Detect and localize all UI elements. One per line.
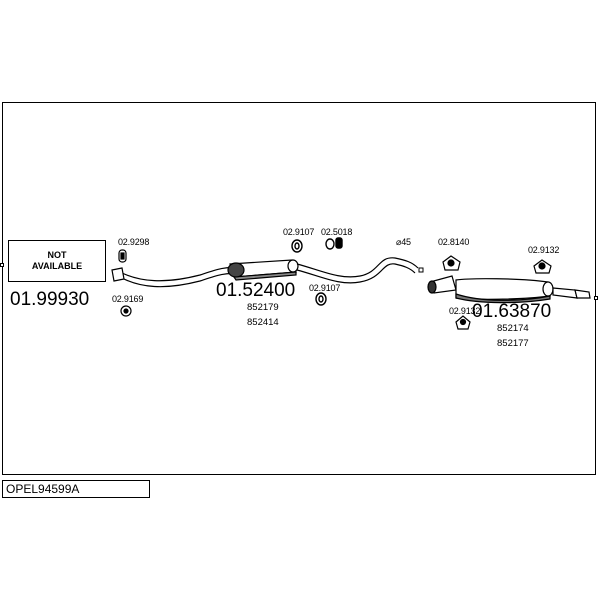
hanger-icon [533,259,552,274]
ring-icon [315,292,327,306]
diagram-code-box: OPEL94599A [2,480,150,498]
not-available-line2: AVAILABLE [31,261,83,271]
clamp-icon [118,249,127,263]
middle-silencer [227,259,299,281]
hw-label-clamp-front-top: 02.9298 [118,237,150,247]
hanger-icon [442,255,461,271]
hanger-icon [455,315,471,330]
intermediate-pipe [296,257,419,284]
hw-label-hanger-rear-right: 02.9132 [528,245,560,255]
left-edge-marker [0,263,4,267]
ring-icon [291,239,303,253]
ring-icon [325,237,343,250]
hw-label-hanger-rear-lower: 02.9132 [449,306,481,316]
right-edge-marker [594,296,598,300]
hw-label-clamp-front-bottom: 02.9169 [112,294,144,304]
rear-ref-2: 852177 [497,338,529,349]
hw-label-hanger-rear-left: 02.8140 [438,237,470,247]
diagram-code: OPEL94599A [6,482,80,496]
middle-ref-2: 852414 [247,317,279,328]
part-number-rear: 01.63870 [472,301,552,322]
hw-label-ring-mid-right: 02.5018 [321,227,353,237]
part-number-middle: 01.52400 [216,280,296,301]
connector-marks [418,267,424,273]
not-available-box: NOT AVAILABLE [8,240,106,282]
middle-ref-1: 852179 [247,302,279,313]
hw-label-ring-mid-lower: 02.9107 [309,283,341,293]
rear-silencer [427,275,591,304]
hw-label-ring-mid-left: 02.9107 [283,227,315,237]
clamp-icon [120,305,132,317]
part-number-front: 01.99930 [10,289,90,310]
rear-ref-1: 852174 [497,323,529,334]
diagram-frame [2,102,596,475]
not-available-line1: NOT [47,250,67,260]
hw-label-diameter: ⌀45 [396,237,411,247]
front-pipe [111,266,241,288]
